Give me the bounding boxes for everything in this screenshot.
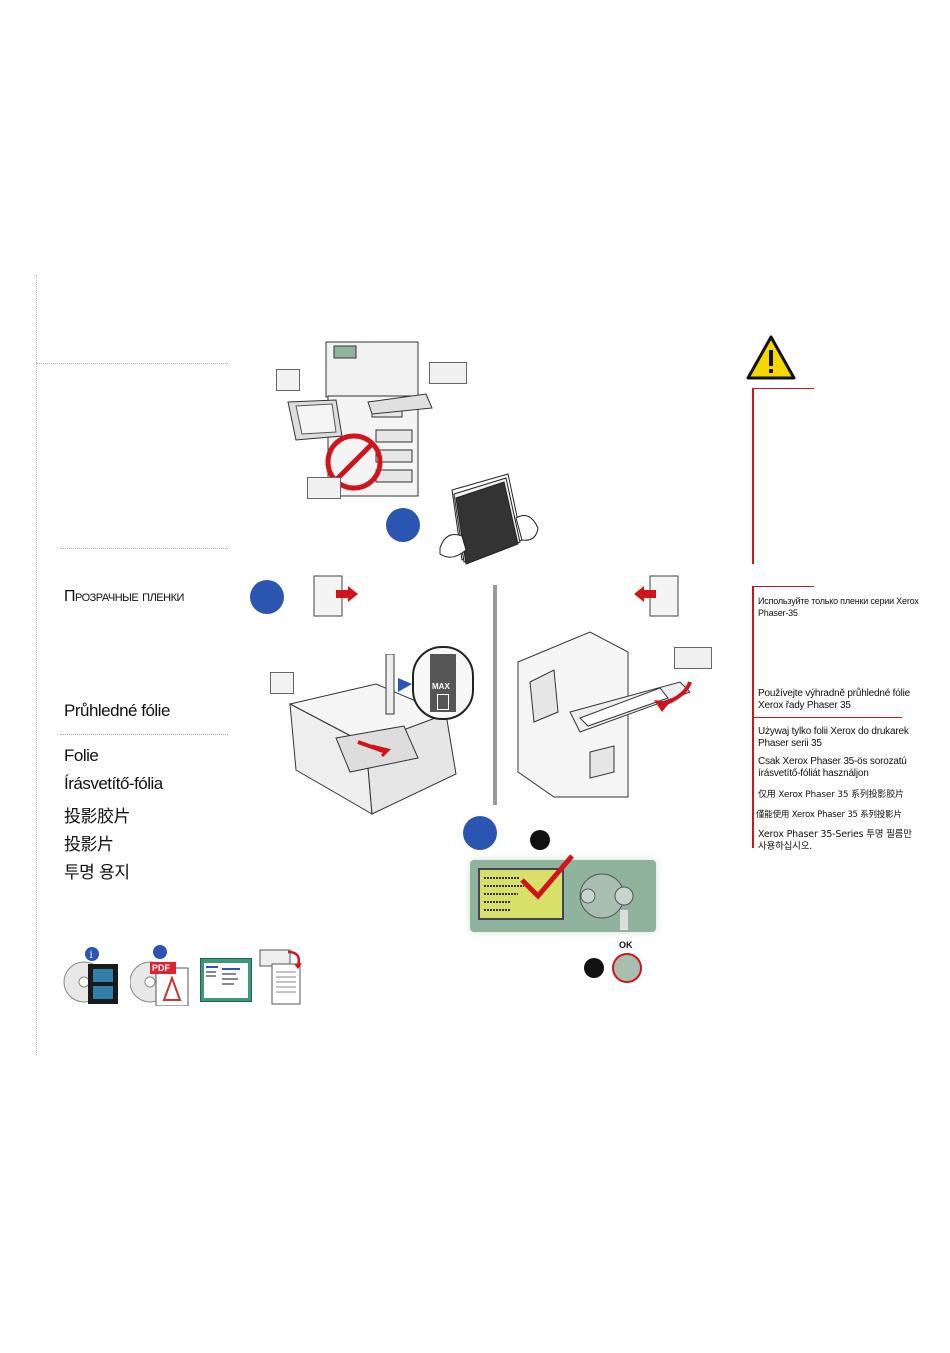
- step-3-marker: [463, 816, 497, 850]
- title-zh-tw: 投影片: [64, 835, 114, 855]
- orientation-icon-tray: [312, 574, 360, 620]
- tray-number-box: [276, 369, 300, 391]
- step-1-marker: [386, 508, 420, 542]
- warning-zh-cn: 仅用 Xerox Phaser 35 系列投影胶片: [758, 790, 904, 800]
- video-cd-icon[interactable]: i: [62, 944, 122, 1006]
- ok-label: OK: [619, 940, 633, 950]
- title-cs: Průhledné fólie: [64, 701, 170, 720]
- warning-zh-tw: 僅能使用 Xerox Phaser 35 系列投影片: [756, 810, 902, 820]
- pdf-label: PDF: [152, 963, 170, 973]
- warning-pl-2: Phaser serii 35: [758, 738, 822, 749]
- tray-label-box: [674, 647, 712, 669]
- title-hu: Írásvetítő-fólia: [64, 774, 163, 793]
- warning-icon: [746, 334, 796, 382]
- margin-guide: [36, 275, 37, 1055]
- max-indicator: MAX: [430, 654, 456, 712]
- warning-ko-2: 사용하십시오.: [758, 841, 813, 852]
- warning-bar: [752, 388, 754, 564]
- substep-b-marker: [584, 958, 604, 978]
- max-label: MAX: [432, 682, 450, 691]
- warning-bar-top: [752, 586, 814, 587]
- warning-bar-top: [752, 388, 814, 389]
- warning-ko-1: Xerox Phaser 35-Series 투명 필름만: [758, 829, 912, 840]
- nav-buttons[interactable]: [574, 870, 634, 922]
- tray-label-box: [429, 362, 467, 384]
- warning-cs-1: Používejte výhradně průhledné fólie: [758, 688, 910, 699]
- ok-button[interactable]: [612, 953, 642, 983]
- divider: [36, 363, 228, 364]
- warning-divider: [752, 717, 902, 718]
- paper-icon: [437, 694, 449, 710]
- tray-label-box: [307, 477, 341, 499]
- column-divider: [493, 585, 497, 805]
- step-2-marker: [250, 580, 284, 614]
- title-ko: 투명 용지: [64, 863, 130, 883]
- ok-pointer: [620, 910, 628, 930]
- orientation-icon-mpt: [634, 574, 682, 620]
- pdf-cd-icon[interactable]: PDF: [129, 944, 190, 1007]
- warning-hu-1: Csak Xerox Phaser 35-ös sorozatú: [758, 756, 907, 767]
- divider: [60, 734, 228, 735]
- fan-transparencies-illustration: [432, 470, 548, 570]
- checkmark-icon: [518, 852, 574, 900]
- title-ru: Прозрачные пленки: [64, 588, 184, 605]
- divider: [60, 548, 228, 549]
- warning-ru: Используйте только пленки серии Xerox Ph…: [758, 596, 919, 618]
- warning-cs-2: Xerox řady Phaser 35: [758, 700, 851, 711]
- web-window-icon[interactable]: [199, 957, 253, 1003]
- svg-text:i: i: [90, 950, 93, 961]
- max-line-callout: MAX: [412, 646, 474, 720]
- printer-illustration-no-tray: [276, 332, 476, 502]
- printer-page-icon[interactable]: [258, 946, 306, 1006]
- title-de: Folie: [64, 746, 99, 765]
- warning-pl-1: Używaj tylko folii Xerox do drukarek: [758, 726, 909, 737]
- control-panel: [470, 860, 656, 932]
- substep-a-marker: [530, 830, 550, 850]
- tray-number-box: [270, 672, 294, 694]
- mpt-loading-illustration: [510, 622, 710, 802]
- title-zh-cn: 投影胶片: [64, 807, 131, 827]
- warning-hu-2: írásvetítő-fóliát használjon: [758, 768, 869, 779]
- lcd-display: [478, 868, 564, 920]
- tray-loading-illustration: [286, 653, 486, 820]
